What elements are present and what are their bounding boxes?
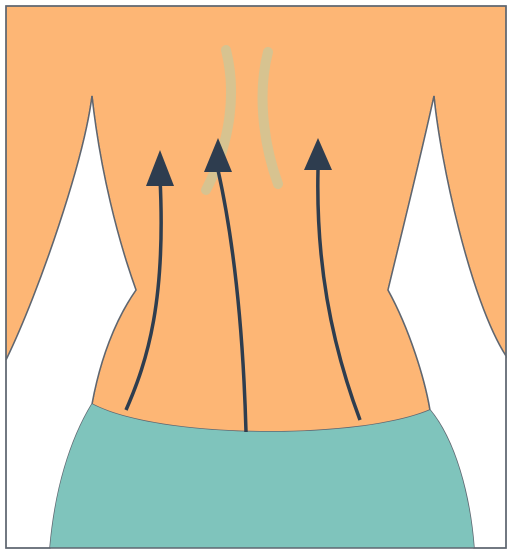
back-illustration [0,0,512,554]
illustration-canvas [0,0,512,554]
